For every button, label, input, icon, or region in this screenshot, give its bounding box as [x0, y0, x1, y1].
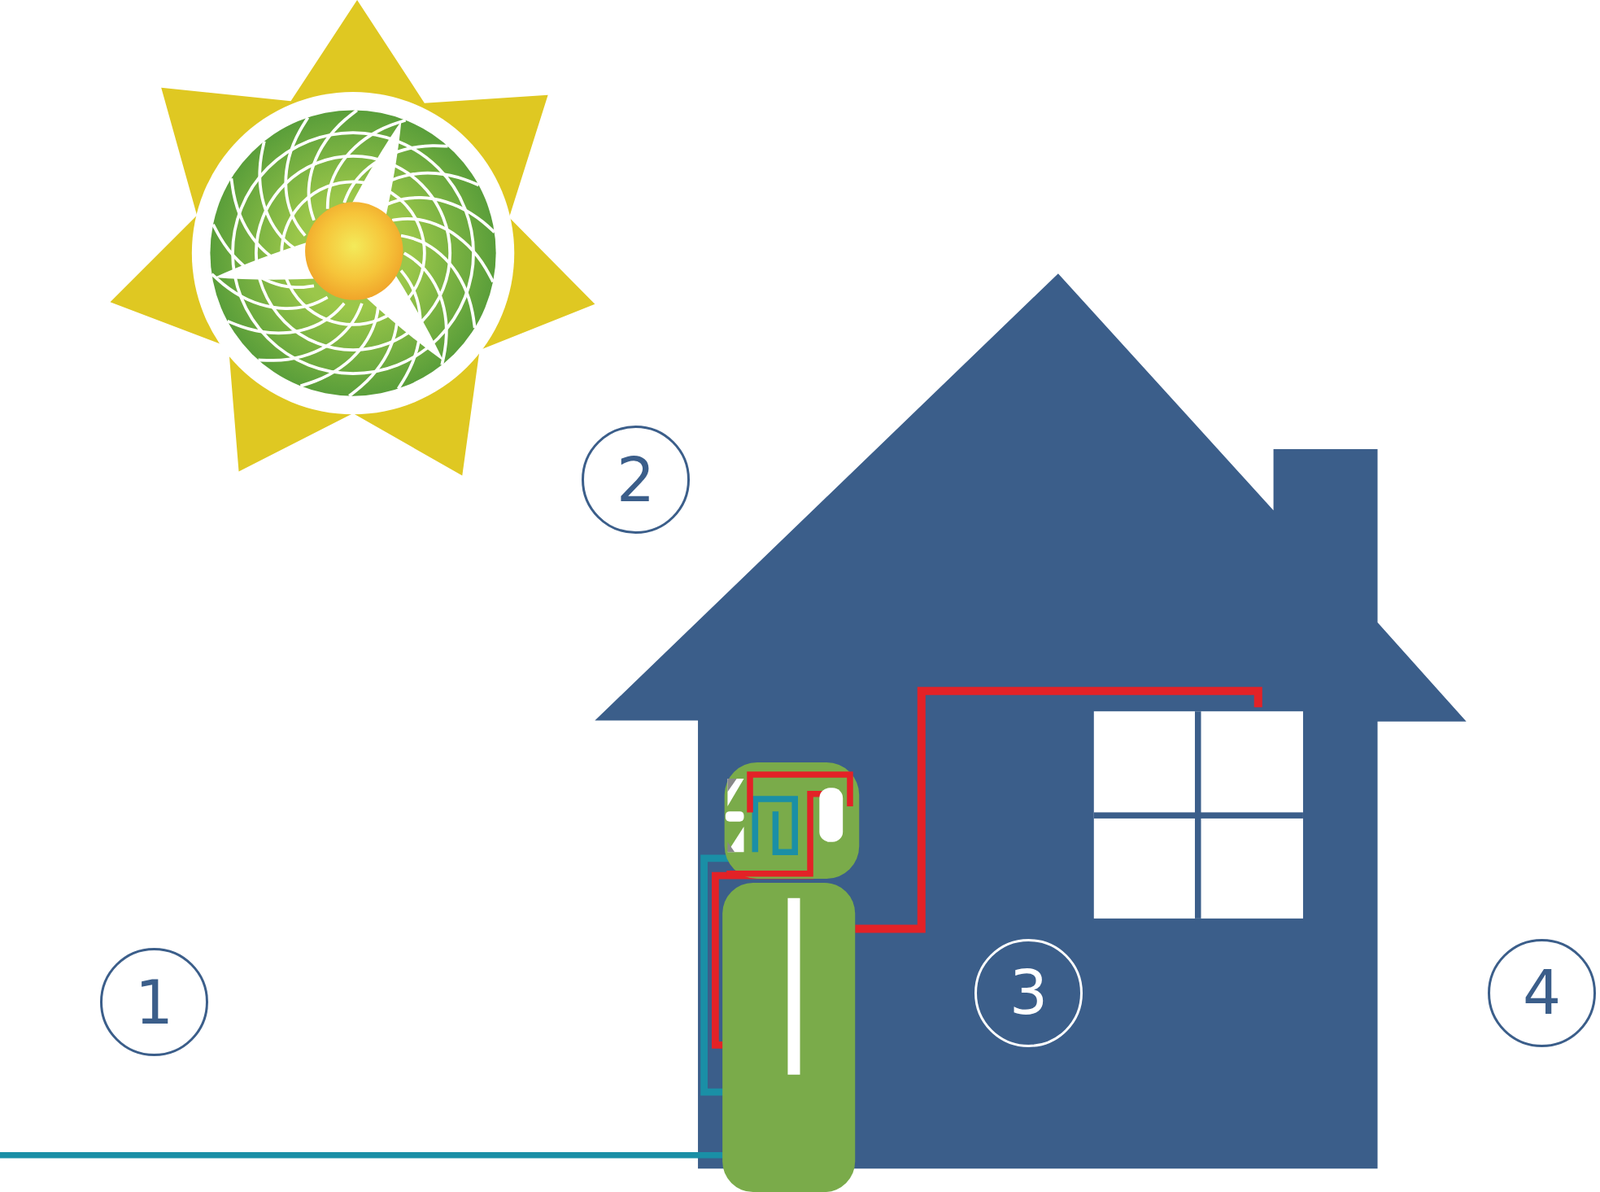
- window: [1094, 710, 1304, 919]
- callout-number: 4: [1522, 962, 1561, 1023]
- sun-star: [109, 0, 595, 476]
- callout-circle: 2: [581, 425, 690, 534]
- callout-number: 2: [616, 449, 655, 511]
- leaf-vein: [259, 141, 302, 254]
- pinwheel-blade: [214, 239, 322, 280]
- callout-number: 1: [135, 972, 174, 1033]
- tank: [722, 882, 855, 1192]
- hot-pipe: [726, 793, 829, 874]
- callout-number: 3: [1009, 962, 1048, 1023]
- gauge: [819, 787, 843, 842]
- supply-line: [0, 1151, 727, 1159]
- leaf-vein: [392, 218, 493, 282]
- control-head: [724, 762, 860, 879]
- valve-icon: [727, 778, 744, 807]
- leaf-veins: [211, 110, 494, 397]
- callout-circle: 1: [100, 947, 209, 1056]
- indicator: [725, 810, 745, 822]
- window-bar: [1094, 811, 1304, 819]
- valve-icon: [727, 778, 737, 792]
- hot-pipe: [854, 690, 1259, 929]
- callout-circle: 3: [974, 938, 1083, 1047]
- cold-pipe: [754, 798, 795, 852]
- leaf-ring: [209, 109, 496, 396]
- valve-icon: [727, 826, 744, 852]
- valve-icon: [727, 841, 735, 853]
- sun-disc: [191, 91, 515, 415]
- leaf-vein: [285, 117, 308, 236]
- callout-circle: 4: [1487, 938, 1596, 1047]
- tank-stripe: [787, 898, 800, 1075]
- sun-core: [305, 201, 403, 300]
